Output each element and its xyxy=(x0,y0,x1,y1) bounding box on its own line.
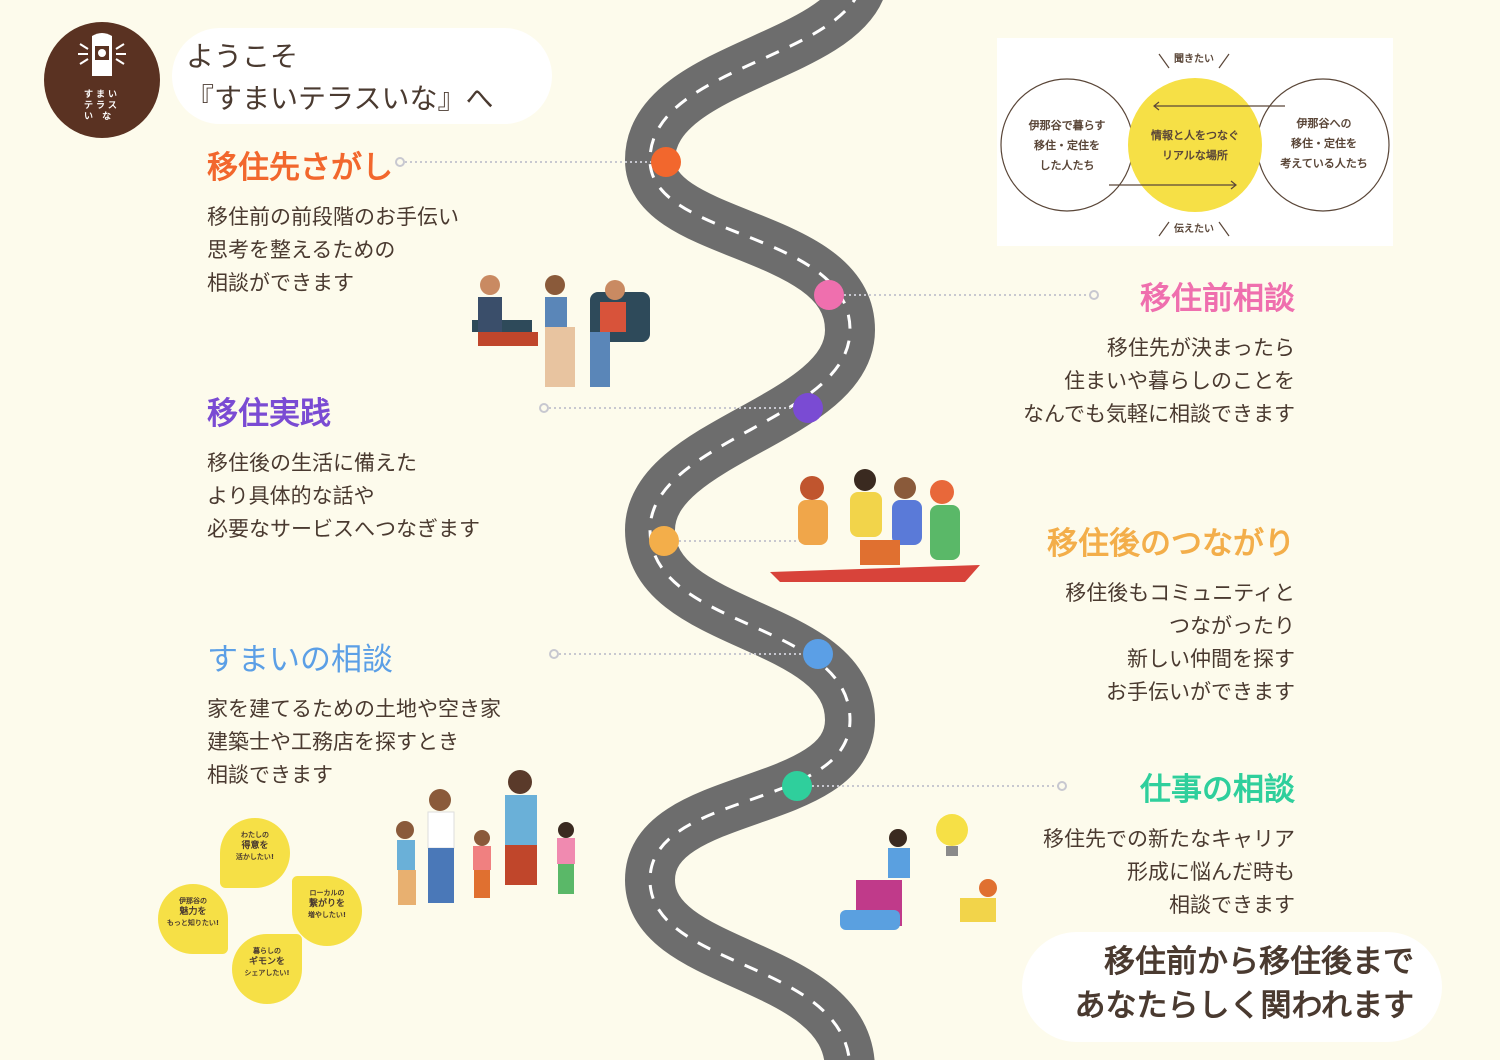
section-body: 移住後もコミュニティとつながったり新しい仲間を探すお手伝いができます xyxy=(1065,581,1295,704)
career-idea-illustration xyxy=(840,814,997,930)
welcome-line-2: 『すまいテラスいな』へ xyxy=(186,82,494,115)
welcome-line-1: ようこそ xyxy=(186,40,299,73)
tagline-line-1: 移住前から移住後まで xyxy=(1104,944,1414,980)
logo: すまいテラスい な xyxy=(44,22,160,138)
diagram-left: 伊那谷で暮らす移住・定住をした人たち xyxy=(1028,119,1106,172)
section-title: 移住後のつながり xyxy=(1047,526,1295,562)
marker-4 xyxy=(649,526,679,556)
road-markers xyxy=(649,147,844,801)
marker-2 xyxy=(814,280,844,310)
section-body: 移住後の生活に備えたより具体的な話や必要なサービスへつなぎます xyxy=(207,451,480,541)
marker-1 xyxy=(651,147,681,177)
welcome-banner: ようこそ 『すまいテラスいな』へ xyxy=(172,28,552,124)
speech-bubble: わたしの得意を活かしたい! xyxy=(220,818,290,888)
family-walking-illustration xyxy=(396,770,575,905)
section-title: 移住実践 xyxy=(207,396,331,432)
section-searching: 移住先さがし 移住前の前段階のお手伝い思考を整えるための相談ができます xyxy=(207,142,459,300)
section-housing: すまいの相談 家を建てるための土地や空き家建築士や工務店を探すとき相談できます xyxy=(207,634,501,792)
section-title: 移住前相談 xyxy=(1140,281,1295,317)
section-body: 移住先が決まったら住まいや暮らしのことをなんでも気軽に相談できます xyxy=(1023,336,1295,426)
section-work: 仕事の相談 移住先での新たなキャリア形成に悩んだ時も相談できます xyxy=(1043,764,1295,922)
section-practice: 移住実践 移住後の生活に備えたより具体的な話や必要なサービスへつなぎます xyxy=(207,388,480,546)
lighthouse-icon xyxy=(78,33,126,76)
speech-bubble: 伊那谷の魅力をもっと知りたい! xyxy=(158,884,228,954)
section-after-move: 移住後のつながり 移住後もコミュニティとつながったり新しい仲間を探すお手伝いがで… xyxy=(1047,518,1295,709)
section-title: 移住先さがし xyxy=(207,150,393,186)
speech-bubble: 暮らしのギモンをシェアしたい! xyxy=(232,934,302,1004)
section-body: 移住先での新たなキャリア形成に悩んだ時も相談できます xyxy=(1043,827,1295,917)
concept-diagram: 聞きたい 伝えたい 伊那谷で暮らす移住・定住をした人たち 情報と人をつなぐリアル… xyxy=(997,38,1393,246)
section-body: 家を建てるための土地や空き家建築士や工務店を探すとき相談できます xyxy=(207,697,501,787)
section-title: すまいの相談 xyxy=(207,642,393,678)
people-chatting-illustration xyxy=(472,275,650,387)
section-pre-move: 移住前相談 移住先が決まったら住まいや暮らしのことをなんでも気軽に相談できます xyxy=(1023,273,1295,431)
diagram-right: 伊那谷への移住・定住を考えている人たち xyxy=(1280,117,1368,170)
picnic-illustration xyxy=(770,469,980,582)
section-body: 移住前の前段階のお手伝い思考を整えるための相談ができます xyxy=(207,205,459,295)
diagram-label-top: 聞きたい xyxy=(1174,54,1214,65)
diagram-label-bottom: 伝えたい xyxy=(1174,224,1214,235)
marker-6 xyxy=(782,771,812,801)
diagram-center: 情報と人をつなぐリアルな場所 xyxy=(1151,129,1239,162)
logo-text: すまいテラスい な xyxy=(84,90,121,122)
tagline-line-2: あなたらしく関われます xyxy=(1074,988,1414,1024)
speech-bubble: ローカルの繋がりを増やしたい! xyxy=(292,876,362,946)
section-title: 仕事の相談 xyxy=(1140,772,1295,808)
marker-5 xyxy=(803,639,833,669)
marker-3 xyxy=(793,393,823,423)
tagline: 移住前から移住後まで あなたらしく関われます xyxy=(1022,932,1442,1042)
